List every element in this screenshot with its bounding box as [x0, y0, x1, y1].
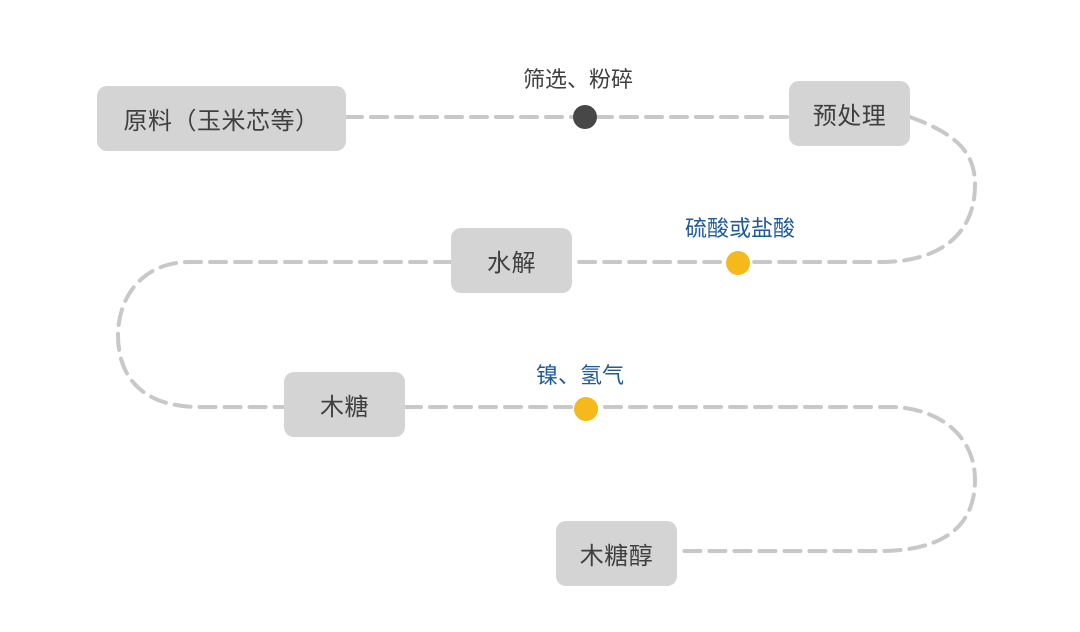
dashed-path — [115, 115, 978, 553]
step-raw-material-label: 原料（玉米芯等） — [123, 107, 320, 135]
step-pretreatment-label: 预处理 — [812, 102, 887, 130]
marker-dot-dark — [573, 105, 597, 129]
step-raw-material: 原料（玉米芯等） — [97, 86, 346, 151]
step-pretreatment: 预处理 — [789, 81, 910, 146]
annotation-acid: 硫酸或盐酸 — [684, 217, 796, 242]
step-xylitol-label: 木糖醇 — [579, 542, 654, 570]
marker-dot-yellow-catalyst — [574, 397, 598, 421]
step-xylose: 木糖 — [284, 372, 405, 437]
step-xylitol: 木糖醇 — [556, 521, 677, 586]
annotation-screening-crushing: 筛选、粉碎 — [522, 68, 634, 93]
step-hydrolysis: 水解 — [451, 228, 572, 293]
marker-dot-yellow-acid — [726, 251, 750, 275]
step-xylose-label: 木糖 — [320, 393, 369, 421]
step-hydrolysis-label: 水解 — [487, 249, 536, 277]
annotation-nickel-hydrogen: 镍、氢气 — [535, 364, 625, 389]
